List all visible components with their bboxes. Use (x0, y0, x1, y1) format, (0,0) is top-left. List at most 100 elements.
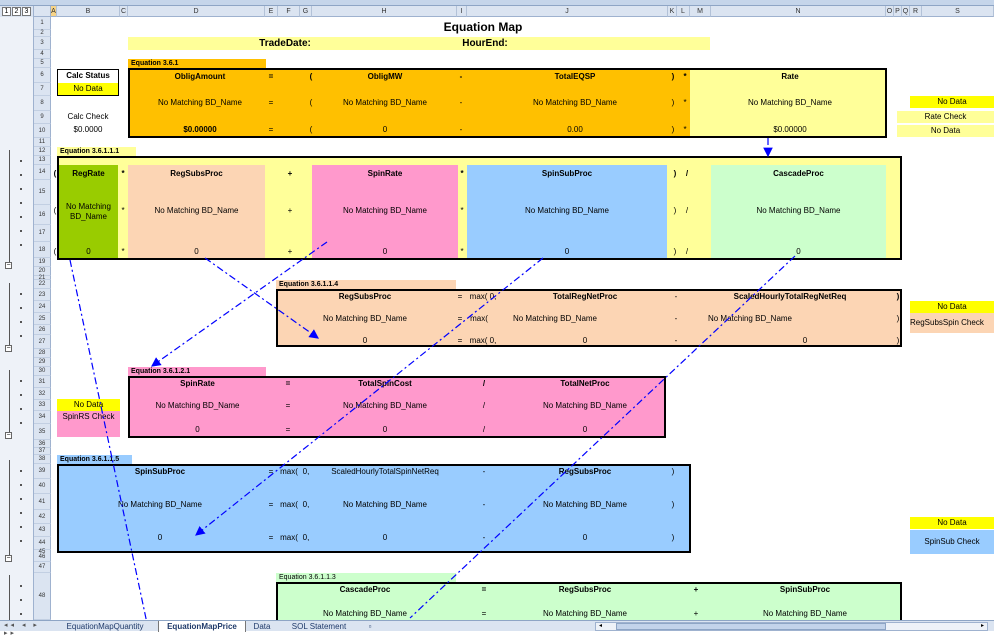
outline-dot (20, 380, 22, 382)
column-header[interactable]: A (51, 6, 57, 17)
row-header[interactable]: 48 (34, 573, 51, 620)
column-header[interactable]: E (265, 6, 278, 17)
row-header[interactable]: 25 (34, 313, 51, 325)
outline-level-3-button[interactable]: 3 (22, 7, 31, 16)
row-header[interactable]: 2 (34, 30, 51, 37)
column-header[interactable]: S (922, 6, 994, 17)
column-header[interactable]: R (910, 6, 922, 17)
scrollbar-left-arrow-icon[interactable]: ◂ (598, 623, 602, 629)
row-header[interactable]: 35 (34, 424, 51, 440)
horizontal-scrollbar[interactable]: ◂ ▸ (595, 622, 988, 631)
spinrate-header: SpinRate (367, 169, 403, 178)
tab-new-sheet-icon[interactable]: ▫ (368, 622, 372, 631)
row-header[interactable]: 14 (34, 165, 51, 180)
op-paren-open: ( (309, 98, 313, 107)
row-header[interactable]: 5 (34, 59, 51, 68)
row-header[interactable]: 11 (34, 138, 51, 147)
row-header[interactable]: 43 (34, 524, 51, 537)
row-header[interactable]: 41 (34, 494, 51, 510)
column-header[interactable]: K (668, 6, 677, 17)
op-eq: = (481, 585, 487, 594)
column-header[interactable]: F (278, 6, 300, 17)
row-header[interactable]: 33 (34, 400, 51, 411)
tab-equation-map-quantity[interactable]: EquationMapQuantity (66, 622, 144, 631)
column-header[interactable]: J (467, 6, 668, 17)
row-header[interactable]: 20 (34, 267, 51, 276)
oblig-amount-value: No Matching BD_Name (157, 98, 243, 107)
row-header[interactable]: 34 (34, 411, 51, 424)
row-header[interactable]: 46 (34, 553, 51, 562)
outline-collapse-button[interactable]: − (5, 555, 12, 562)
op-minus: - (674, 292, 678, 301)
scrollbar-thumb[interactable] (616, 623, 886, 630)
row-header[interactable]: 44 (34, 537, 51, 550)
row-header[interactable]: 32 (34, 388, 51, 400)
outline-level-1-button[interactable]: 1 (2, 7, 11, 16)
row-header[interactable]: 23 (34, 289, 51, 301)
row-header[interactable]: 31 (34, 376, 51, 388)
outline-collapse-button[interactable]: − (5, 432, 12, 439)
cascadeproc-header-2: CascadeProc (339, 585, 391, 594)
row-header[interactable]: 47 (34, 562, 51, 573)
row-header[interactable]: 30 (34, 367, 51, 376)
column-header[interactable]: L (677, 6, 690, 17)
row-header[interactable]: 10 (34, 124, 51, 138)
row-header[interactable]: 12 (34, 147, 51, 156)
tab-data[interactable]: Data (253, 622, 271, 631)
outline-level-bar: 1 2 3 (0, 6, 34, 17)
column-header[interactable]: M (690, 6, 711, 17)
row-header[interactable]: 21 (34, 275, 51, 281)
tab-sol-statement[interactable]: SOL Statement (291, 622, 347, 631)
outline-collapse-button[interactable]: − (5, 262, 12, 269)
column-header[interactable]: N (711, 6, 886, 17)
outline-group-line (9, 575, 10, 620)
row-header[interactable]: 39 (34, 464, 51, 479)
op-eq: = (285, 379, 291, 388)
row-header[interactable]: 37 (34, 448, 51, 455)
tab-equation-map-price[interactable]: EquationMapPrice (158, 621, 246, 632)
row-header[interactable]: 22 (34, 280, 51, 289)
row-header[interactable]: 4 (34, 50, 51, 59)
row-header[interactable]: 26 (34, 325, 51, 335)
tab-scroll-buttons[interactable]: ◂◂ ◂ ▸ ▸▸ (4, 622, 40, 637)
outline-dot (20, 321, 22, 323)
column-header[interactable]: G (300, 6, 312, 17)
column-header[interactable]: H (312, 6, 457, 17)
row-header[interactable]: 13 (34, 156, 51, 165)
column-header[interactable]: P (894, 6, 902, 17)
rate-nodata-badge: No Data (910, 96, 994, 108)
row-header[interactable]: 18 (34, 242, 51, 258)
outline-level-2-button[interactable]: 2 (12, 7, 21, 16)
row-header[interactable]: 24 (34, 301, 51, 313)
row-header[interactable]: 7 (34, 83, 51, 96)
op-zero: 0, (302, 500, 310, 509)
column-header[interactable]: C (120, 6, 128, 17)
column-header[interactable]: Q (902, 6, 910, 17)
outline-collapse-button[interactable]: − (5, 345, 12, 352)
row-header[interactable]: 19 (34, 258, 51, 267)
row-header[interactable]: 16 (34, 205, 51, 225)
row-header[interactable]: 28 (34, 349, 51, 358)
row-header[interactable]: 27 (34, 335, 51, 349)
spinsubproc-header-2: SpinSubProc (134, 467, 186, 476)
op-max: max( (280, 533, 298, 542)
row-header[interactable]: 42 (34, 510, 51, 524)
column-header[interactable]: O (886, 6, 894, 17)
row-header[interactable]: 40 (34, 479, 51, 494)
row-header[interactable]: 9 (34, 111, 51, 124)
column-header[interactable]: D (128, 6, 265, 17)
row-header[interactable]: 17 (34, 225, 51, 242)
row-header[interactable]: 38 (34, 455, 51, 464)
row-header[interactable]: 29 (34, 358, 51, 367)
row-header[interactable]: 36 (34, 440, 51, 448)
scrollbar-right-arrow-icon[interactable]: ▸ (980, 623, 984, 629)
row-header[interactable]: 15 (34, 180, 51, 205)
column-header[interactable]: B (57, 6, 120, 17)
op-plus: + (287, 247, 293, 256)
select-all-corner[interactable] (34, 6, 51, 17)
row-header[interactable]: 8 (34, 96, 51, 111)
row-header[interactable]: 6 (34, 68, 51, 83)
row-header[interactable]: 3 (34, 37, 51, 50)
column-header[interactable]: I (457, 6, 467, 17)
row-header[interactable]: 1 (34, 17, 51, 30)
